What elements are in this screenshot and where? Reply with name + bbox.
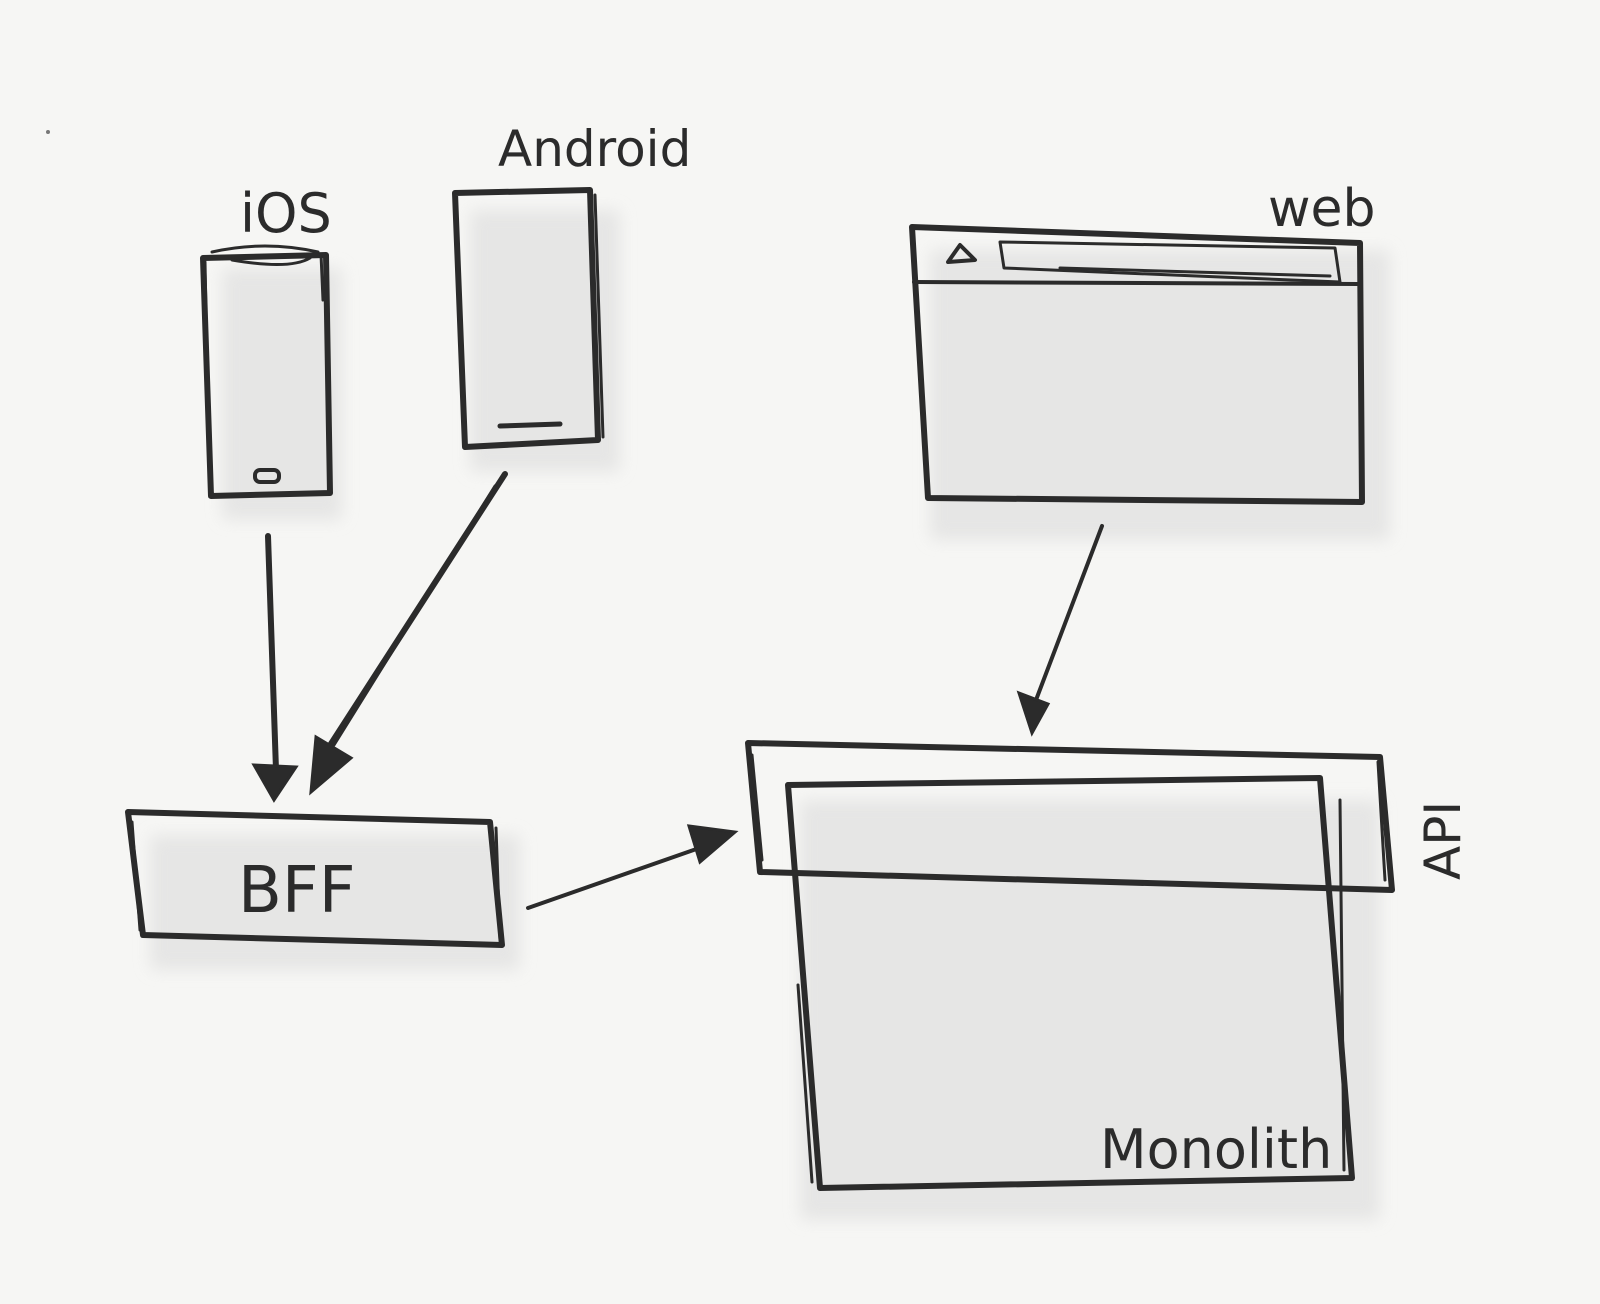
home-icon xyxy=(946,243,977,264)
bff-box: BFF xyxy=(125,809,520,970)
api-layer: API xyxy=(745,740,1472,893)
paper-speck xyxy=(46,130,50,134)
ios-label: iOS xyxy=(240,182,332,245)
arrow-ios-to-bff xyxy=(251,533,299,803)
android-label: Android xyxy=(498,120,691,178)
api-label: API xyxy=(1414,801,1472,880)
arrow-web-to-api xyxy=(1016,524,1104,737)
arrow-android-to-bff xyxy=(309,471,508,796)
monolith-box: Monolith xyxy=(785,775,1380,1220)
ios-device: iOS xyxy=(200,182,342,520)
android-device: Android xyxy=(452,120,691,472)
home-button-icon xyxy=(253,468,281,484)
arrow-bff-to-api xyxy=(526,824,739,910)
web-label: web xyxy=(1268,179,1376,239)
bff-label: BFF xyxy=(238,854,356,928)
monolith-label: Monolith xyxy=(1100,1118,1332,1181)
web-browser: web xyxy=(909,179,1390,540)
address-bar xyxy=(998,240,1342,284)
